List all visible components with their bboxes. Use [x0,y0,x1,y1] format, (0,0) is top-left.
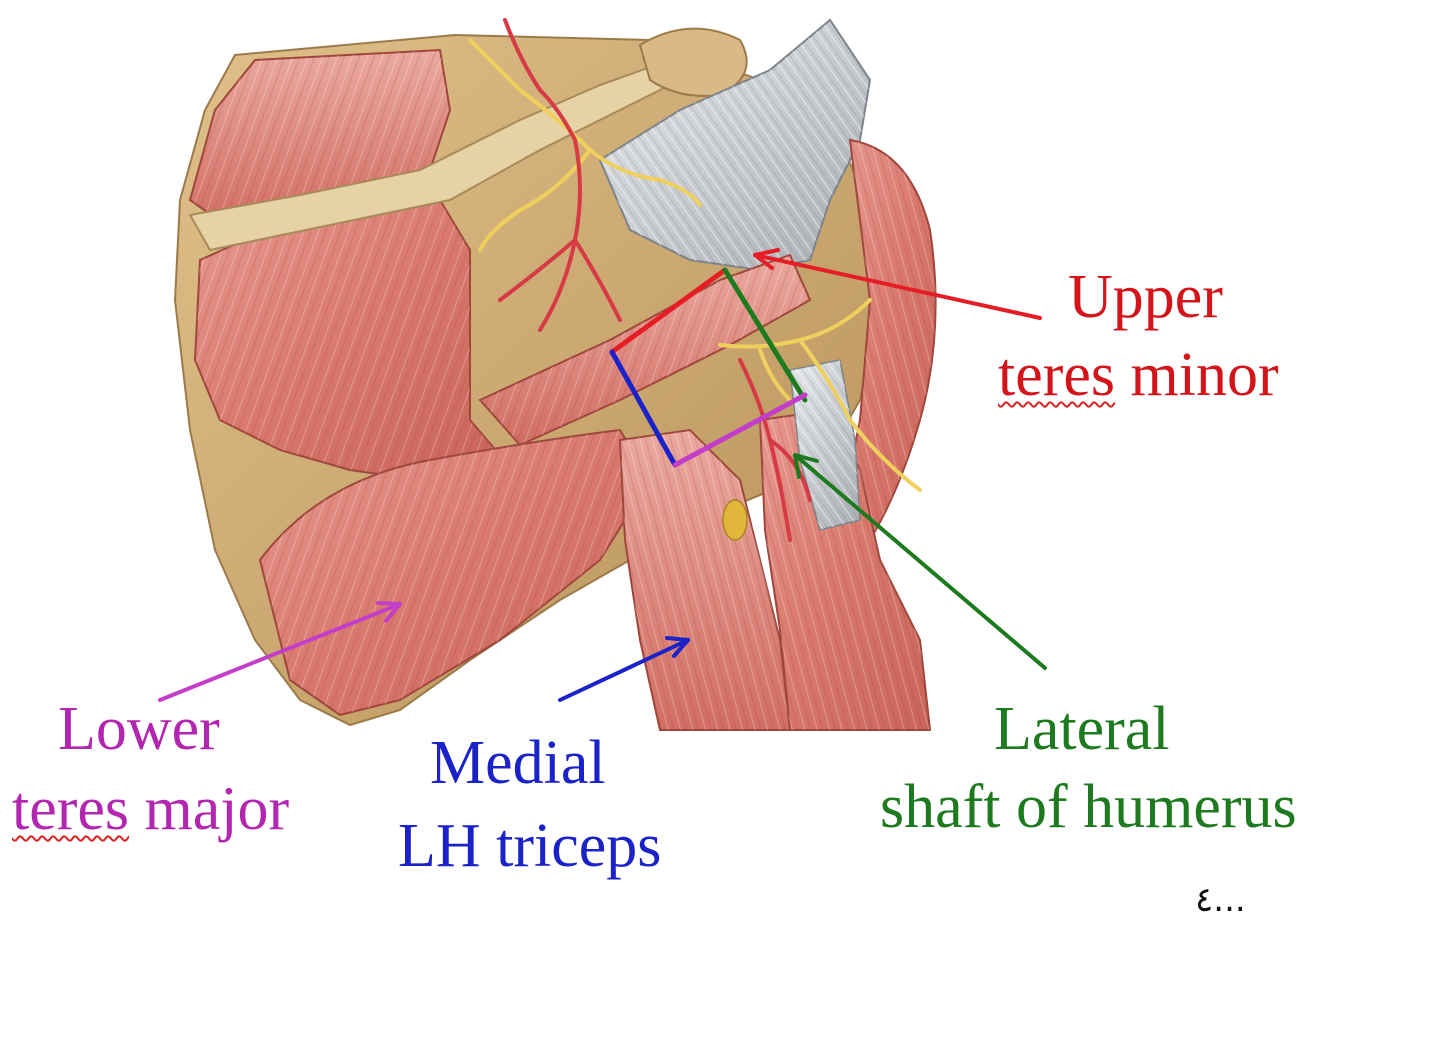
triceps-long-head-muscle [618,428,792,731]
lower-label-line2: teres major [12,778,289,840]
medial-border-line [609,349,678,468]
fat-node [722,499,748,541]
upper-label-minor: minor [1115,341,1279,409]
medial-label-line1: Medial [430,729,606,797]
infraspinatus-muscle [193,198,502,482]
acromion [638,27,748,97]
upper-label-line2: teres minor [998,344,1279,406]
quadrangular-space-outline [609,267,808,468]
upper-arrow [753,248,1042,320]
lateral-arrow [793,453,1047,670]
triceps-lateral-head-muscle [758,408,932,731]
upper-label-line1: Upper [1068,263,1223,331]
lateral-border-line [722,267,808,403]
lower-label-major: major [129,775,290,843]
lower-arrow [158,601,402,702]
lower-label-teres: teres [12,775,130,843]
arteries [498,18,812,542]
lower-border-line [672,392,808,468]
teres-minor-muscle [478,253,812,447]
upper-border-line [609,267,728,355]
medial-label-line2: LH triceps [398,812,662,880]
upper-label-teres: teres [998,341,1116,409]
lateral-label-line1: Lateral [994,695,1170,763]
lateral-label-line2: shaft of humerus [880,773,1297,841]
medial-arrow [558,636,690,702]
lower-label-line1: Lower [58,695,220,763]
corner-artifact-text: ٤... [1195,880,1246,920]
joint-capsule-tendon [598,18,872,272]
pointer-arrows [158,248,1047,702]
nerves [468,38,922,492]
